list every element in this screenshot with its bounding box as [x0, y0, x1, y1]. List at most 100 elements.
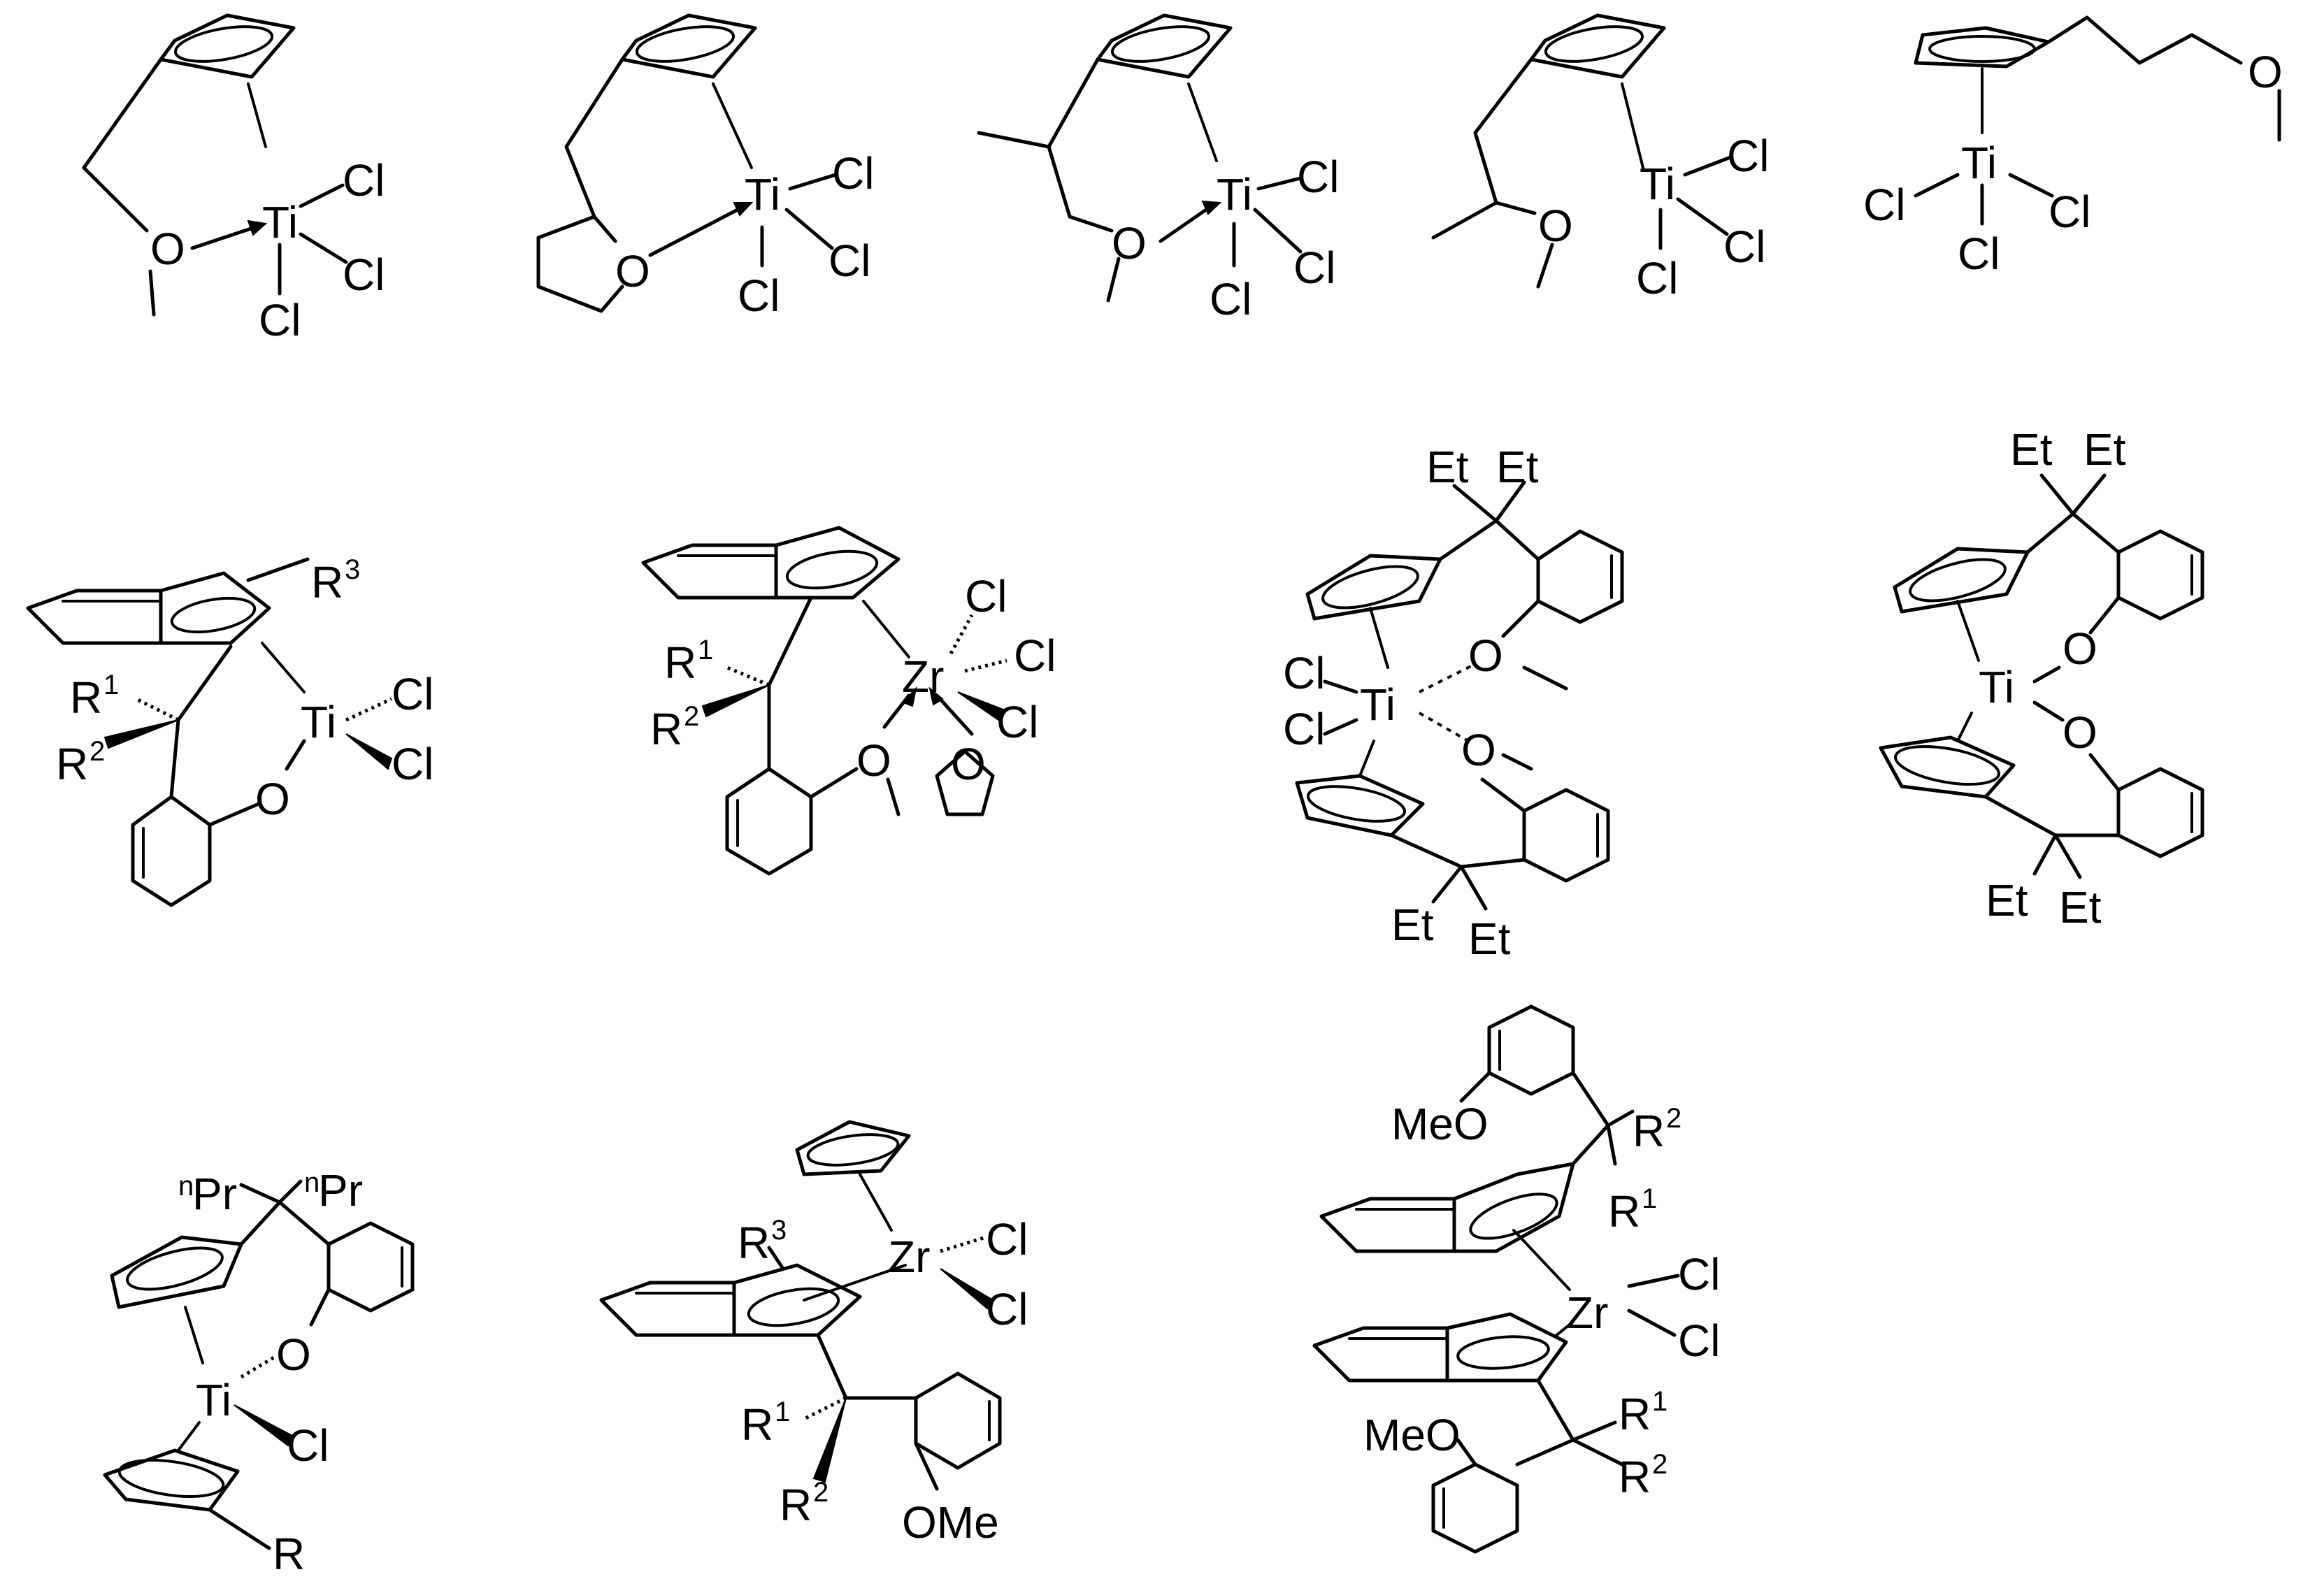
methoxy-group: MeO — [1363, 1410, 1461, 1460]
ligand-atom: Cl — [1297, 152, 1339, 202]
metal-atom: Ti — [196, 1375, 231, 1425]
indenyl-ring — [732, 1263, 862, 1337]
donor-atom: O — [1468, 630, 1503, 681]
substituent-r3: R — [311, 557, 343, 607]
ligand-atom: Cl — [996, 697, 1038, 747]
superscript: 2 — [1652, 1449, 1667, 1480]
ligand-atom: Cl — [965, 571, 1007, 621]
metal-atom: Ti — [1961, 138, 1997, 188]
ligand-atom: Cl — [392, 669, 433, 719]
metal-atom: Ti — [262, 197, 298, 247]
metal-atom: Ti — [1979, 662, 2014, 712]
ethyl-group: Et — [2083, 424, 2126, 475]
metal-atom: Zr — [902, 651, 944, 702]
superscript: 3 — [771, 1215, 787, 1246]
methoxy-group: MeO — [1391, 1099, 1489, 1149]
ligand-atom: Cl — [1210, 274, 1251, 324]
substituent-r2: R — [56, 739, 88, 789]
superscript: 1 — [1642, 1183, 1657, 1214]
substituent-r: R — [273, 1529, 305, 1579]
substituent-r2: R — [780, 1480, 812, 1530]
indenyl-ring-lower — [1445, 1312, 1568, 1383]
ligand-atom: Cl — [1863, 180, 1905, 230]
donor-atom: O — [276, 1329, 311, 1380]
donor-atom: O — [1538, 201, 1573, 251]
propyl-group: Pr — [192, 1169, 237, 1219]
substituent-r2: R — [1619, 1452, 1651, 1502]
ethyl-group: Et — [1391, 900, 1434, 950]
metal-atom: Ti — [1360, 679, 1396, 730]
donor-atom: O — [150, 224, 185, 274]
ligand-atom: Cl — [287, 1420, 329, 1471]
superscript: 2 — [1666, 1103, 1681, 1134]
substituent-r2: R — [1633, 1106, 1665, 1156]
superscript: 1 — [698, 635, 713, 665]
ligand-atom: Cl — [1723, 222, 1765, 272]
propyl-group: Pr — [318, 1165, 363, 1216]
superscript: 1 — [1652, 1386, 1667, 1417]
compound-11: R 3 Zr Cl Cl R 1 R 2 OMe — [599, 1120, 1028, 1548]
donor-atom: O — [1112, 218, 1147, 268]
compound-10: n Pr n Pr O Ti Cl R — [103, 1165, 415, 1579]
compound-9: Et Et O O Ti Et Et — [1879, 424, 2204, 932]
ligand-atom: Cl — [1958, 229, 2000, 279]
superscript: 2 — [684, 701, 699, 732]
ligand-atom: Cl — [392, 739, 433, 789]
superscript: 1 — [103, 670, 119, 700]
prefix-n: n — [304, 1167, 320, 1198]
ligand-atom: Cl — [1636, 253, 1678, 303]
ligand-atom: Cl — [1283, 704, 1325, 754]
ligand-atom: Cl — [986, 1284, 1028, 1334]
ligand-atom: Cl — [738, 271, 780, 321]
superscript: 2 — [813, 1477, 829, 1508]
substituent-r3: R — [738, 1218, 770, 1268]
metal-atom: Zr — [1566, 1288, 1608, 1338]
ligand-atom: Cl — [343, 250, 385, 300]
compound-5: O Ti Cl Cl Cl — [1863, 15, 2283, 279]
ligand-atom: Cl — [1727, 131, 1769, 181]
ligand-atom: Cl — [1283, 648, 1325, 698]
superscript: 2 — [89, 736, 105, 767]
donor-atom: O — [2063, 707, 2097, 758]
ethyl-group: Et — [1496, 442, 1539, 492]
substituent-r1: R — [1608, 1186, 1640, 1237]
compound-7: R 1 R 2 O O Zr Cl Cl Cl — [641, 526, 1056, 876]
donor-atom: O — [856, 735, 891, 786]
compound-6: R 1 R 2 R 3 O Ti Cl Cl — [26, 554, 433, 907]
methoxy-group: OMe — [902, 1497, 999, 1548]
indenyl-ring-upper — [1452, 1162, 1575, 1253]
donor-atom: O — [615, 246, 650, 296]
ligand-atom: Cl — [1293, 243, 1335, 293]
ligand-atom: Cl — [829, 236, 870, 286]
prefix-n: n — [178, 1171, 194, 1202]
compound-1: O Ti Cl Cl Cl — [82, 13, 385, 345]
substituent-r2: R — [650, 704, 682, 754]
ethyl-group: Et — [2059, 882, 2102, 932]
metal-atom: Zr — [888, 1232, 930, 1282]
metal-atom: Ti — [1217, 169, 1252, 219]
ligand-atom: Cl — [2049, 187, 2090, 237]
superscript: 3 — [345, 554, 360, 585]
ethyl-group: Et — [1426, 442, 1469, 492]
substituent-r1: R — [664, 637, 696, 688]
donor-atom: O — [2248, 47, 2283, 97]
compound-3: O Ti Cl Cl Cl — [977, 13, 1339, 324]
compound-2: O Ti Cl Cl Cl — [536, 13, 874, 321]
ligand-atom: Cl — [1678, 1249, 1720, 1299]
cp-ring-upper — [1893, 547, 2030, 614]
ethyl-group: Et — [2010, 424, 2053, 475]
donor-atom: O — [951, 739, 986, 789]
ligand-atom: Cl — [986, 1214, 1028, 1264]
substituent-r1: R — [1619, 1389, 1651, 1439]
cp-ring-upper — [1305, 554, 1442, 621]
donor-atom: O — [1461, 725, 1496, 775]
ethyl-group: Et — [1468, 914, 1511, 964]
ligand-atom: Cl — [343, 155, 385, 206]
indenyl-ring — [159, 571, 271, 645]
ethyl-group: Et — [1986, 875, 2028, 925]
substituent-r1: R — [741, 1399, 773, 1450]
compound-8: Et Et O O Ti Cl Cl Et Et — [1283, 442, 1624, 964]
superscript: 1 — [775, 1397, 790, 1427]
ligand-atom: Cl — [832, 148, 874, 199]
